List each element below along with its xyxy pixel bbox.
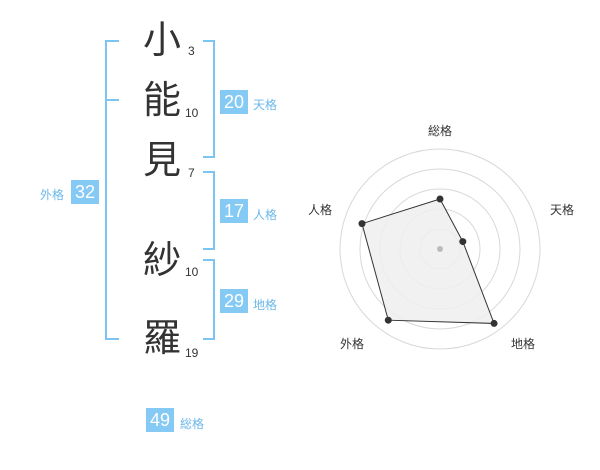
- stroke-count-5: 19: [185, 346, 199, 360]
- radar-axis-label-tenkaku: 天格: [550, 203, 575, 217]
- radar-point-chikaku: [490, 319, 498, 327]
- radar-point-gaikaku: [384, 316, 392, 324]
- tenkaku-bracket-top: [203, 40, 215, 42]
- soukaku-value-badge: 49: [146, 408, 174, 432]
- name-char-5: 羅: [143, 316, 182, 360]
- name-char-1: 小: [143, 18, 182, 62]
- jinkaku-value-badge: 17: [220, 199, 248, 223]
- stroke-count-1: 3: [188, 44, 195, 58]
- soukaku-label: 総格: [180, 417, 205, 431]
- tenkaku-value-badge: 20: [220, 90, 248, 114]
- radar-grid-ring: [359, 168, 521, 330]
- radar-point-soukaku: [436, 195, 444, 203]
- tenkaku-label: 天格: [253, 98, 278, 112]
- radar-axis-label-soukaku: 総格: [428, 124, 453, 138]
- jinkaku-bracket-bottom: [203, 248, 215, 250]
- stroke-count-3: 7: [188, 166, 195, 180]
- chikaku-bracket-bottom: [203, 338, 215, 340]
- radar-axis-label-jinkaku: 人格: [308, 203, 333, 217]
- name-char-3: 見: [143, 138, 182, 182]
- radar-axis-label-gaikaku: 外格: [340, 337, 365, 351]
- chikaku-value-badge: 29: [220, 289, 248, 313]
- chikaku-bracket-top: [203, 259, 215, 261]
- gaikaku-bracket-bottom: [105, 338, 119, 340]
- gaikaku-label: 外格: [40, 188, 65, 202]
- stroke-count-2: 10: [185, 106, 199, 120]
- gaikaku-bracket-mid: [105, 99, 119, 101]
- jinkaku-bracket-top: [203, 171, 215, 173]
- tenkaku-bracket-bottom: [203, 156, 215, 158]
- stroke-count-4: 10: [185, 265, 199, 279]
- tenkaku-bracket-vertical: [213, 40, 215, 158]
- radar-center-dot: [437, 246, 443, 252]
- gaikaku-bracket-top: [105, 40, 119, 42]
- jinkaku-label: 人格: [253, 208, 278, 222]
- name-char-2: 能: [143, 78, 182, 122]
- radar-axis-label-chikaku: 地格: [511, 337, 536, 351]
- radar-point-tenkaku: [459, 238, 467, 246]
- radar-value-polygon: [361, 198, 495, 324]
- gaikaku-value-badge: 32: [71, 180, 99, 204]
- jinkaku-bracket-vertical: [213, 171, 215, 250]
- chikaku-bracket-vertical: [213, 259, 215, 340]
- name-char-4: 紗: [143, 238, 182, 282]
- radar-grid-ring: [339, 148, 541, 350]
- chikaku-label: 地格: [253, 298, 278, 312]
- radar-point-jinkaku: [358, 220, 366, 228]
- gaikaku-bracket-vertical: [105, 40, 107, 340]
